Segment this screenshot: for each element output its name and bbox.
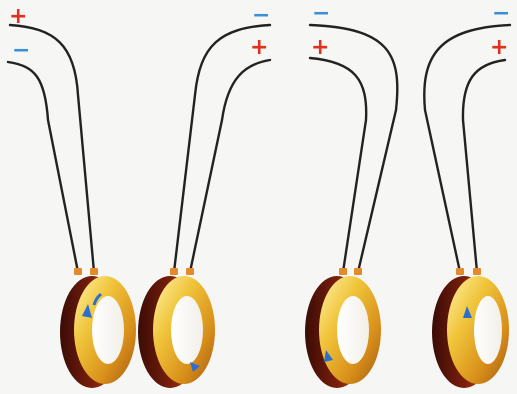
coil-3-bottom-wire [310, 58, 366, 272]
coil-2-bottom-sign: + [250, 35, 268, 60]
coil-2-top-wire [174, 25, 270, 272]
wires [8, 25, 510, 272]
coil-3-bottom-sign: + [311, 35, 329, 60]
coil-4-bottom-wire [463, 60, 505, 272]
coil-1 [60, 276, 136, 388]
coil-1-bottom-sign: − [12, 38, 30, 63]
coil-3-top-sign: − [312, 1, 330, 26]
coil-2 [138, 276, 215, 388]
coil-4-bottom-sign: + [490, 35, 508, 60]
coil-2-bottom-wire [190, 60, 270, 272]
terminal-connectors [74, 268, 481, 275]
coil-2-top-sign: − [252, 3, 270, 28]
coil-4-top-sign: − [492, 1, 510, 26]
coil-3-top-wire [310, 25, 397, 272]
coil-3 [305, 276, 381, 388]
coil-1-bottom-wire [8, 62, 78, 272]
coil-4 [432, 276, 509, 388]
coil-1-top-sign: + [9, 4, 27, 29]
